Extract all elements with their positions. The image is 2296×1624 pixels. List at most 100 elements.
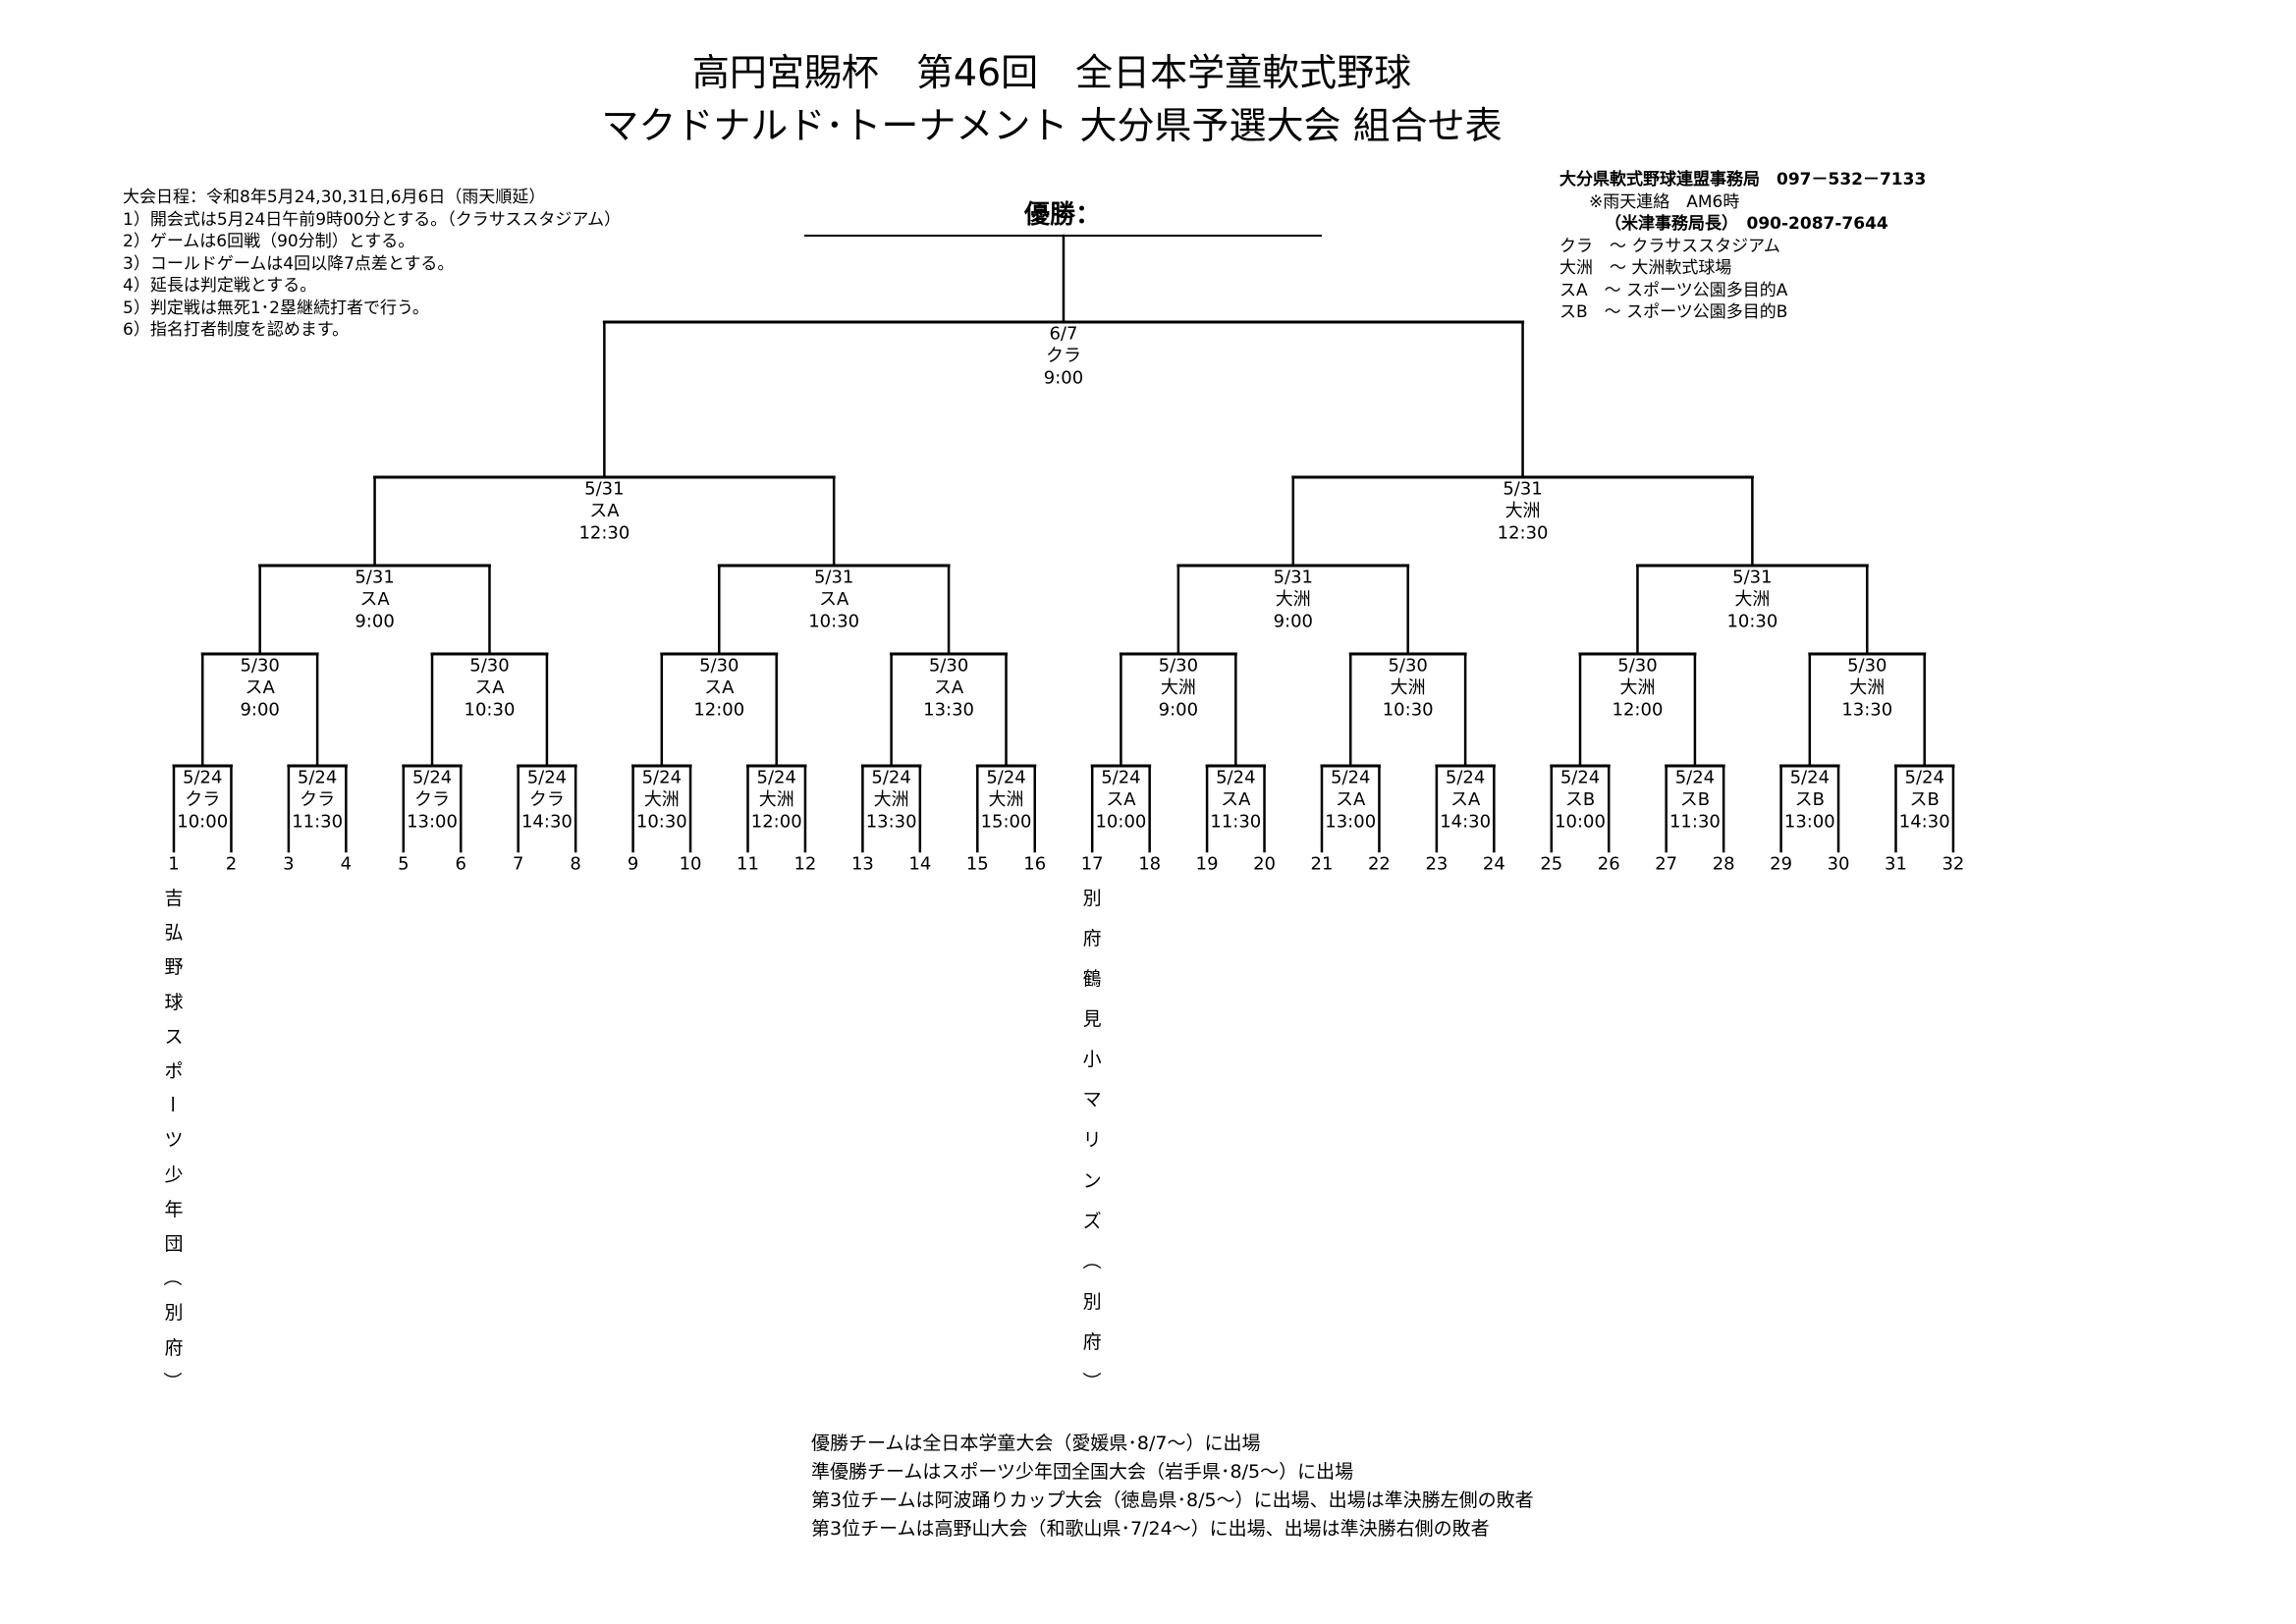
match-venue: スA bbox=[589, 501, 620, 521]
match-venue: 大洲 bbox=[1734, 589, 1770, 610]
team-name-char: 年 bbox=[164, 1198, 184, 1220]
match-venue: クラ bbox=[1046, 346, 1081, 366]
match-time: 10:30 bbox=[465, 700, 516, 721]
team-number: 5 bbox=[398, 854, 409, 875]
team-name-char: リ bbox=[1082, 1129, 1102, 1152]
team-name-char: 府 bbox=[164, 1336, 184, 1359]
match-time: 9:00 bbox=[1159, 700, 1198, 721]
match-time: 9:00 bbox=[1044, 368, 1083, 389]
match-venue: 大洲 bbox=[874, 789, 909, 810]
match-time: 9:00 bbox=[240, 700, 279, 721]
rule-item: 1）開会式は5月24日午前9時00分とする。（クラサススタジアム） bbox=[123, 209, 622, 230]
team-number: 2 bbox=[226, 854, 237, 875]
team-number: 10 bbox=[680, 854, 702, 875]
team-number: 20 bbox=[1253, 854, 1276, 875]
match-venue: スA bbox=[1106, 789, 1136, 810]
match-time: 12:00 bbox=[751, 812, 802, 833]
team-number: 15 bbox=[966, 854, 989, 875]
match-date: 5/24 bbox=[412, 768, 452, 788]
team-name-char: 別 bbox=[1082, 1290, 1102, 1313]
team-number: 11 bbox=[737, 854, 759, 875]
tournament-rules: 大会日程：令和8年5月24,30,31日,6月6日（雨天順延） 1）開会式は5月… bbox=[123, 187, 621, 342]
match-date: 5/24 bbox=[527, 768, 567, 788]
match-date: 5/24 bbox=[642, 768, 682, 788]
match-time: 15:00 bbox=[981, 812, 1032, 833]
footer-note: 第3位チームは高野山大会（和歌山県･7/24～）に出場、出場は準決勝右側の敗者 bbox=[811, 1518, 1490, 1540]
match-date: 5/24 bbox=[1560, 768, 1600, 788]
footer-note: 準優勝チームはスポーツ少年団全国大会（岩手県･8/5～）に出場 bbox=[811, 1461, 1354, 1483]
match-time: 14:30 bbox=[521, 812, 573, 833]
venue-legend-item: クラ ～ クラサススタジアム bbox=[1559, 236, 1780, 256]
team-name-char: 別 bbox=[1082, 888, 1102, 909]
team-name-char: 野 bbox=[164, 956, 184, 979]
match-time: 13:30 bbox=[866, 812, 917, 833]
match-time: 10:00 bbox=[1095, 812, 1146, 833]
match-date: 5/24 bbox=[298, 768, 337, 788]
match-venue: スA bbox=[1336, 789, 1366, 810]
page-subtitle: マクドナルド･トーナメント 大分県予選大会 組合せ表 bbox=[601, 104, 1503, 147]
match-date: 5/24 bbox=[1675, 768, 1715, 788]
match-time: 12:00 bbox=[693, 700, 744, 721]
match-date: 5/30 bbox=[240, 656, 279, 677]
team-number: 22 bbox=[1368, 854, 1391, 875]
match-venue: スA bbox=[246, 677, 276, 698]
team-number: 26 bbox=[1598, 854, 1620, 875]
match-venue: スA bbox=[474, 677, 505, 698]
match-time: 9:00 bbox=[355, 612, 394, 632]
team-name-char: 球 bbox=[164, 991, 184, 1013]
match-date: 5/24 bbox=[1790, 768, 1830, 788]
team-name-char: ン bbox=[1082, 1169, 1102, 1192]
match-date: 5/30 bbox=[1159, 656, 1198, 677]
team-number: 25 bbox=[1540, 854, 1562, 875]
team-number: 23 bbox=[1425, 854, 1448, 875]
match-venue: スA bbox=[704, 677, 735, 698]
match-time: 9:00 bbox=[1274, 612, 1313, 632]
match-date: 5/24 bbox=[1446, 768, 1485, 788]
team-name-char: 鶴 bbox=[1082, 968, 1102, 991]
match-venue: スA bbox=[819, 589, 849, 610]
match-venue: クラ bbox=[300, 789, 335, 810]
match-date: 5/31 bbox=[355, 568, 394, 588]
match-venue: クラ bbox=[185, 789, 220, 810]
match-venue: スB bbox=[1680, 789, 1710, 810]
match-time: 10:30 bbox=[1726, 612, 1777, 632]
team-name-char: ー bbox=[161, 1095, 184, 1114]
footer-notes: 優勝チームは全日本学童大会（愛媛県･8/7～）に出場 準優勝チームはスポーツ少年… bbox=[811, 1430, 1534, 1543]
match-time: 13:00 bbox=[407, 812, 458, 833]
team-number: 28 bbox=[1713, 854, 1735, 875]
team-name-char: ツ bbox=[164, 1129, 184, 1152]
page-title: 高円宮賜杯 第46回 全日本学童軟式野球 bbox=[691, 51, 1412, 94]
team-name-char: （ bbox=[1079, 1250, 1102, 1270]
venue-legend-item: スA ～ スポーツ公園多目的A bbox=[1559, 280, 1788, 300]
match-date: 5/31 bbox=[1274, 568, 1313, 588]
rule-schedule: 大会日程：令和8年5月24,30,31日,6月6日（雨天順延） bbox=[123, 188, 546, 207]
team-number: 7 bbox=[513, 854, 523, 875]
team-name: 吉弘野球スポーツ少年団（別府） bbox=[159, 884, 189, 1394]
team-number: 6 bbox=[456, 854, 466, 875]
match-venue: スA bbox=[1221, 789, 1251, 810]
team-number: 12 bbox=[793, 854, 816, 875]
match-venue: スB bbox=[1910, 789, 1940, 810]
team-number: 8 bbox=[570, 854, 580, 875]
team-name-char: ズ bbox=[1082, 1210, 1102, 1232]
match-venue: スA bbox=[359, 589, 390, 610]
rain-note: ※雨天連絡 AM6時 bbox=[1589, 191, 1740, 212]
match-venue: スA bbox=[934, 677, 964, 698]
match-time: 12:30 bbox=[578, 523, 629, 544]
match-venue: 大洲 bbox=[1161, 677, 1196, 698]
team-name-char: 吉 bbox=[164, 888, 184, 909]
director-contact: （米津事務局長） 090-2087-7644 bbox=[1605, 214, 1888, 234]
contact-info: 大分県軟式野球連盟事務局 097－532－7133 ※雨天連絡 AM6時 （米津… bbox=[1559, 169, 1926, 324]
team-name-char: ） bbox=[1079, 1371, 1102, 1390]
champion-label: 優勝： bbox=[1024, 200, 1102, 230]
team-number: 21 bbox=[1311, 854, 1334, 875]
match-time: 14:30 bbox=[1899, 812, 1950, 833]
match-date: 5/24 bbox=[1905, 768, 1944, 788]
team-name-char: 府 bbox=[1082, 928, 1102, 950]
team-number: 32 bbox=[1941, 854, 1964, 875]
match-date: 5/30 bbox=[1617, 656, 1657, 677]
match-venue: クラ bbox=[529, 789, 565, 810]
match-venue: クラ bbox=[414, 789, 450, 810]
team-number: 4 bbox=[341, 854, 352, 875]
